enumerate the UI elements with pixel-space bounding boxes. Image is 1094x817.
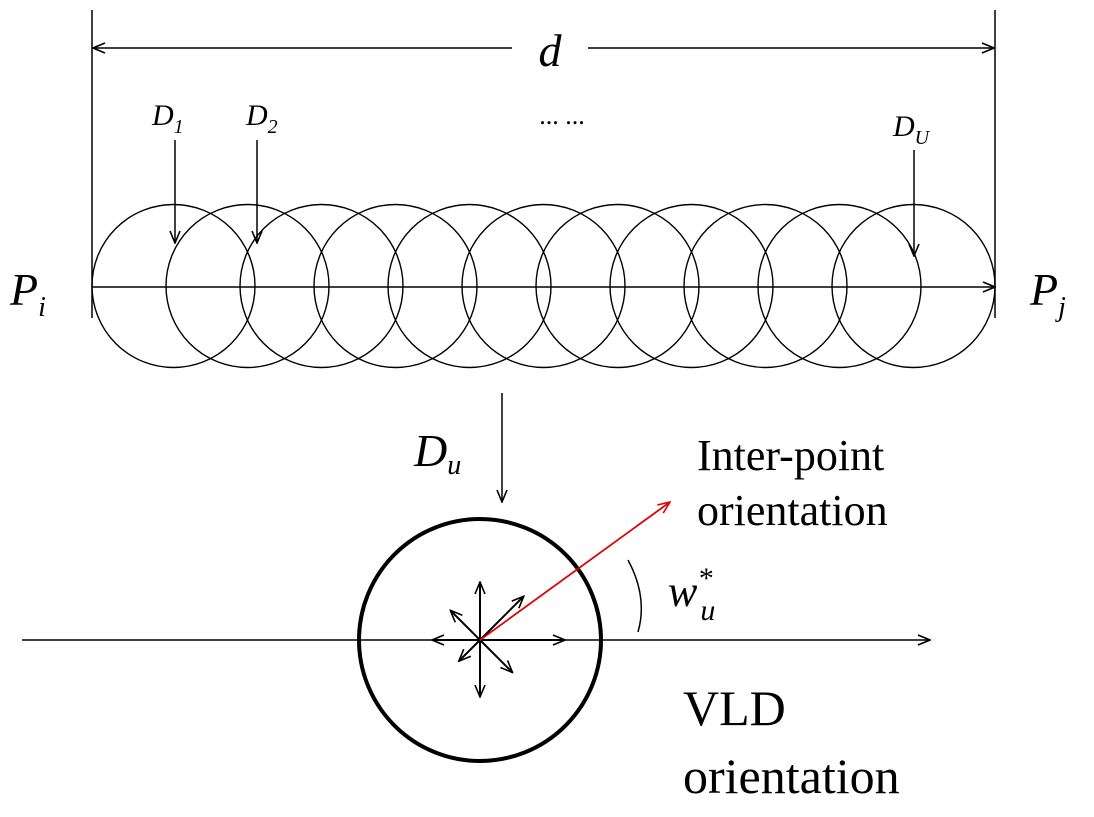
inter-point-orientation-arrow — [479, 502, 670, 641]
descriptor-circle — [91, 203, 256, 369]
vld-label-line2: orientation — [683, 748, 900, 804]
descriptor-circle — [609, 203, 774, 369]
descriptor-u-label: Du — [413, 425, 461, 481]
weight-label: w*u — [668, 562, 715, 627]
descriptor-ellipsis: ... ... — [539, 101, 585, 130]
descriptor-circles — [91, 203, 996, 369]
descriptor-circle — [239, 203, 404, 369]
descriptor-circle — [461, 203, 626, 369]
descriptor-1-label: D1 — [151, 99, 184, 138]
descriptor-circle — [683, 203, 848, 369]
vld-label-line1: VLD — [683, 680, 786, 736]
descriptor-U-label: DU — [892, 110, 931, 149]
point-j-label: Pj — [1029, 264, 1066, 323]
orientation-histogram-arrows — [432, 582, 565, 697]
point-i-label: Pi — [9, 264, 46, 323]
histogram-arrow — [459, 639, 481, 661]
descriptor-circle — [165, 203, 330, 369]
angle-arc — [627, 559, 643, 633]
distance-label: d — [539, 25, 563, 76]
descriptor-u-circle — [357, 517, 603, 763]
descriptor-circle — [387, 203, 552, 369]
histogram-arrow — [479, 639, 513, 673]
descriptor-circle — [313, 203, 478, 369]
inter-point-label-line1: Inter-point — [697, 431, 884, 480]
histogram-arrow — [450, 610, 481, 641]
inter-point-label-line2: orientation — [697, 486, 888, 535]
histogram-arrow — [479, 596, 524, 641]
descriptor-2-label: D2 — [245, 99, 278, 138]
descriptor-circle — [535, 203, 700, 369]
descriptor-circle — [757, 203, 922, 369]
